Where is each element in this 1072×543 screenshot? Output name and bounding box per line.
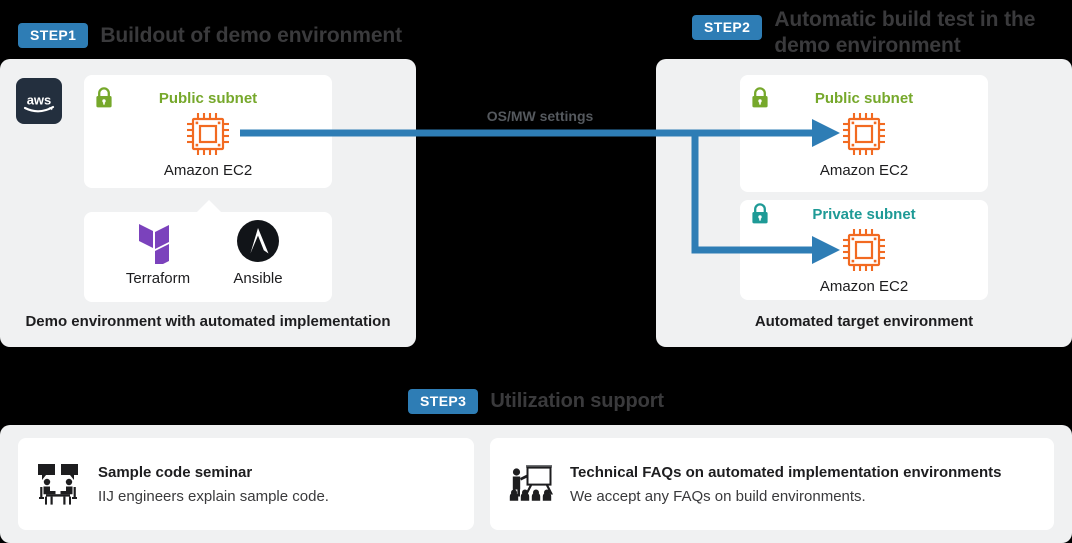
terraform-logo-icon [112,218,204,264]
support-subtitle: IIJ engineers explain sample code. [98,487,329,505]
support-title: Sample code seminar [98,463,253,481]
step2-header: STEP2 Automatic build test in the demo e… [692,7,1056,59]
right-private-ec2-label: Amazon EC2 [819,278,909,295]
support-title: Technical FAQs on automated implementati… [570,463,1002,481]
tool-terraform: Terraform [112,218,204,287]
step1-badge: STEP1 [18,23,89,48]
tool-ansible: Ansible [212,218,304,287]
ec2-chip-icon [185,111,231,157]
step3-badge: STEP3 [408,388,479,414]
presenter-whiteboard-audience-icon [508,460,556,508]
right-private-subnet-label: Private subnet [812,206,916,223]
lock-icon [750,202,770,226]
seminar-people-table-icon [36,460,84,508]
left-ec2-label: Amazon EC2 [163,162,253,179]
ec2-chip-icon [841,111,887,157]
svg-text:aws: aws [27,92,52,107]
lock-icon [94,86,114,110]
right-public-ec2-label: Amazon EC2 [819,162,909,179]
right-public-subnet-label: Public subnet [814,90,914,107]
support-text: Technical FAQs on automated implementati… [570,464,1001,505]
left-public-subnet-label: Public subnet [158,90,258,107]
support-text: Sample code seminar IIJ engineers explai… [98,464,329,505]
ec2-chip-icon [841,227,887,273]
aws-logo: aws [16,78,62,124]
support-card-seminar[interactable]: Sample code seminar IIJ engineers explai… [18,438,474,530]
step2-badge: STEP2 [692,15,763,40]
support-card-faq[interactable]: Technical FAQs on automated implementati… [490,438,1054,530]
step1-title: Buildout of demo environment [100,24,403,47]
lock-icon [750,86,770,110]
step1-caption: Demo environment with automated implemen… [25,313,391,330]
tools-card [84,212,332,302]
step2-title: Automatic build test in the demo environ… [774,8,1036,57]
tools-card-notch [196,200,222,213]
step3-title: Utilization support [490,390,664,412]
ansible-logo-icon [212,218,304,264]
support-subtitle: We accept any FAQs on build environments… [570,487,866,505]
aws-logo-icon: aws [23,92,55,113]
osmw-settings-label: OS/MW settings [486,108,594,124]
terraform-label: Terraform [125,270,191,287]
step3-header: STEP3 Utilization support [0,388,1072,414]
step2-caption: Automated target environment [754,313,974,330]
ansible-label: Ansible [233,270,283,287]
step1-header: STEP1 Buildout of demo environment [18,23,402,49]
